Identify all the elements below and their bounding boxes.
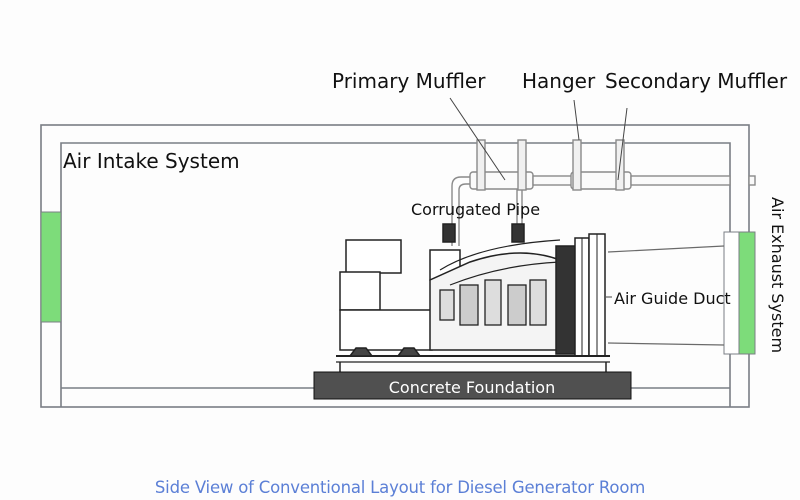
corrugated-pipe-left bbox=[442, 223, 456, 243]
air-intake-louver bbox=[40, 211, 62, 323]
label-air-intake-system: Air Intake System bbox=[63, 149, 240, 173]
label-hanger: Hanger bbox=[522, 69, 596, 93]
corrugated-pipe-right bbox=[511, 223, 525, 243]
label-secondary-muffler: Secondary Muffler bbox=[605, 69, 788, 93]
cooling-fan bbox=[555, 245, 577, 355]
label-corrugated-pipe: Corrugated Pipe bbox=[411, 200, 540, 219]
hanger bbox=[517, 139, 527, 191]
hanger bbox=[572, 139, 582, 191]
vibration-isolators bbox=[348, 347, 422, 357]
label-air-exhaust-system: Air Exhaust System bbox=[768, 197, 787, 353]
diagram-caption: Side View of Conventional Layout for Die… bbox=[154, 478, 646, 497]
alternator bbox=[339, 309, 433, 351]
exhaust-pipe-outlet bbox=[630, 175, 731, 186]
leader-lines bbox=[449, 97, 628, 298]
label-air-guide-duct: Air Guide Duct bbox=[614, 289, 731, 308]
diesel-generator-set bbox=[336, 223, 610, 372]
label-primary-muffler: Primary Muffler bbox=[332, 69, 486, 93]
hanger bbox=[476, 139, 486, 191]
control-panel-upper bbox=[345, 239, 402, 274]
control-panel-lower bbox=[339, 271, 381, 311]
air-guide-duct bbox=[607, 245, 725, 346]
exhaust-pipe-middle bbox=[532, 175, 574, 186]
label-concrete-foundation: Concrete Foundation bbox=[389, 378, 555, 397]
concrete-foundation bbox=[313, 371, 632, 400]
air-exhaust-louver bbox=[738, 231, 756, 355]
